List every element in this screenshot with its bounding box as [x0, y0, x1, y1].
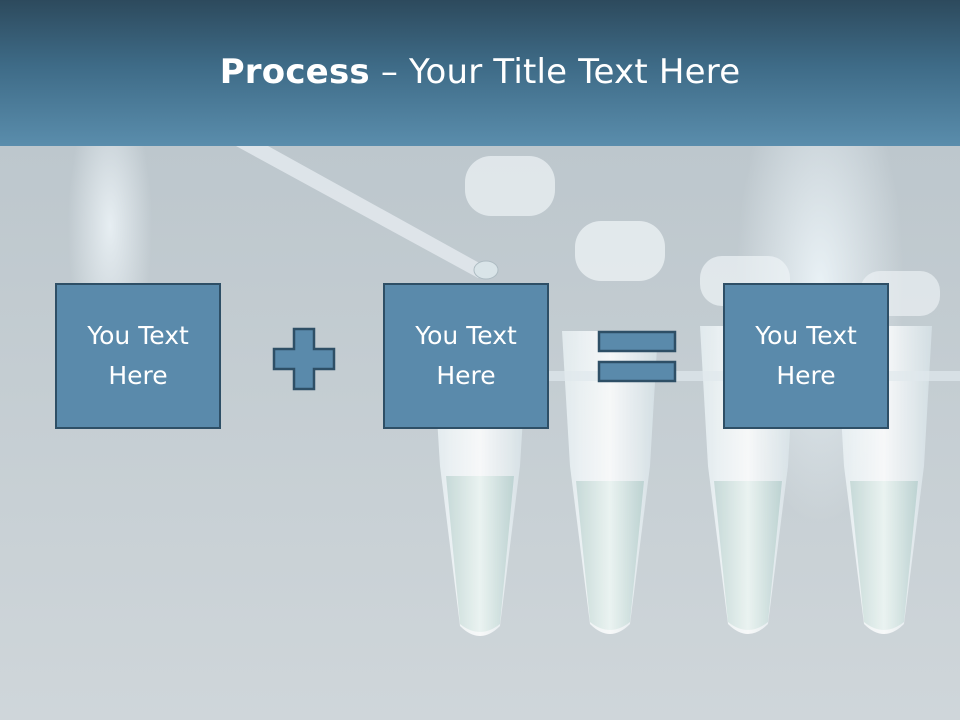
lab-tubes-illustration [236, 146, 960, 636]
equals-icon [597, 330, 677, 383]
process-box-1[interactable]: You Text Here [55, 283, 221, 429]
slide-title: Process – Your Title Text Here [0, 52, 960, 92]
plus-icon [272, 327, 336, 391]
process-box-2-line1: You Text [415, 321, 517, 350]
process-box-3-text: You Text Here [755, 316, 857, 396]
process-box-2-line2: Here [436, 361, 496, 390]
process-box-1-text: You Text Here [87, 316, 189, 396]
title-bar: Process – Your Title Text Here [0, 0, 960, 146]
title-rest: – Your Title Text Here [369, 52, 741, 92]
process-box-3[interactable]: You Text Here [723, 283, 889, 429]
process-box-1-line1: You Text [87, 321, 189, 350]
process-box-2[interactable]: You Text Here [383, 283, 549, 429]
title-bold-part: Process [219, 52, 370, 92]
process-box-2-text: You Text Here [415, 316, 517, 396]
lab-tubes-background-image [0, 146, 960, 720]
process-box-1-line2: Here [108, 361, 168, 390]
process-box-3-line1: You Text [755, 321, 857, 350]
process-box-3-line2: Here [776, 361, 836, 390]
